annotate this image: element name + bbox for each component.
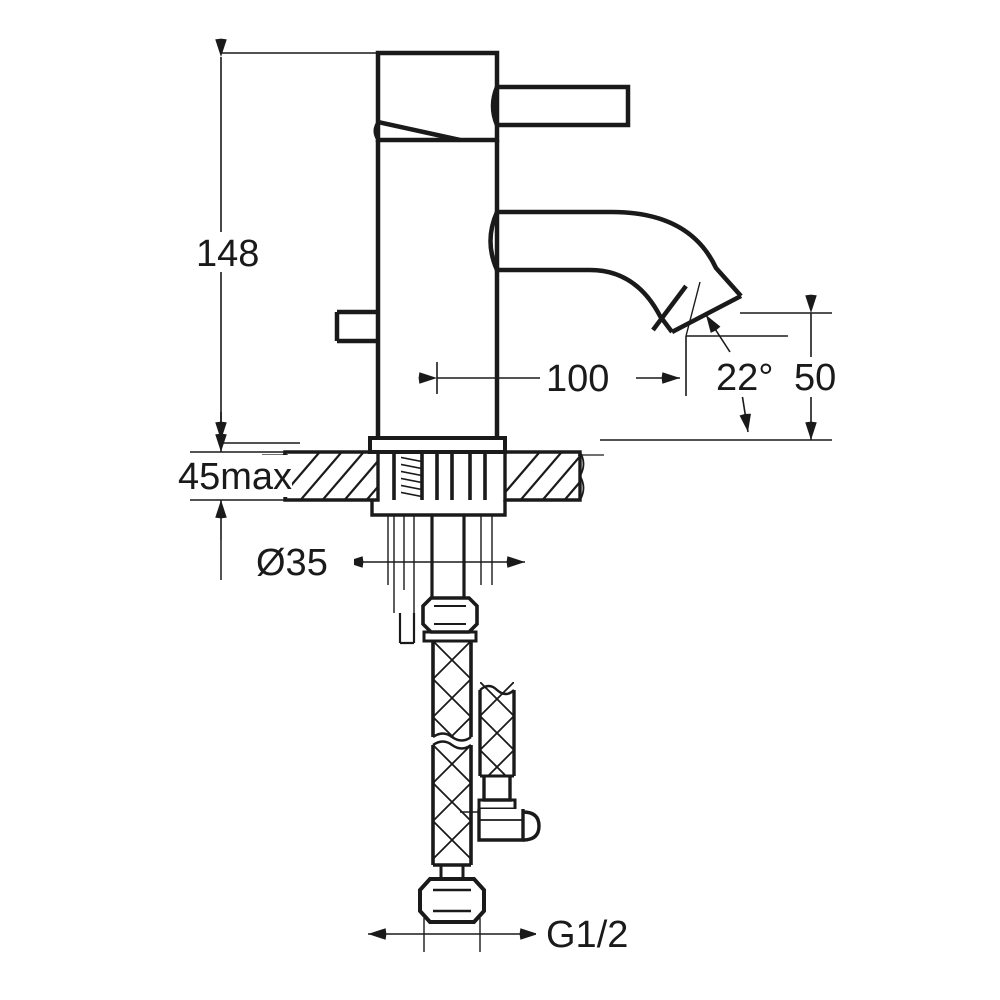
aerator-band [651, 284, 688, 332]
fixing-nut-body [421, 596, 479, 634]
handle-chamfer-fillet [373, 121, 380, 141]
dimension-label-d35: Ø35 [256, 542, 328, 584]
dimension-mounting-hole: Ø35 [220, 515, 525, 585]
dimension-deck-thickness: 45max [176, 412, 292, 540]
aerator-outlet-face [670, 294, 743, 334]
connector-elbow [522, 810, 541, 842]
fixing-nut [421, 596, 479, 643]
spout-group [488, 209, 743, 337]
fixing-nut-flats [434, 605, 466, 625]
label-backdrop-22 [712, 357, 790, 397]
hose-front-lower-walls [431, 745, 473, 865]
braided-hose-rear [477, 682, 517, 811]
shank-walls-inner [435, 452, 454, 500]
label-backdrop-148 [192, 232, 260, 272]
supply-nut-flats [433, 888, 471, 913]
dimension-label-148: 148 [196, 233, 259, 275]
braided-hose-front [431, 641, 473, 879]
connector-body [477, 809, 525, 842]
supply-nut-body [418, 877, 486, 924]
handle-assembly [373, 50, 631, 143]
base-flange-group [368, 436, 507, 454]
hose-rear-walls [478, 690, 516, 776]
spout-inner-profile [497, 267, 674, 334]
hose-front-lower-braid [433, 745, 471, 860]
hose-front-break-a [432, 732, 472, 742]
hose-front-tail [439, 865, 465, 879]
hose-rear-ferrule [482, 776, 512, 802]
hose-connector [460, 809, 541, 842]
deck-hatch-left [285, 452, 378, 500]
angle-leader-upper [705, 314, 731, 353]
dimension-outlet-angle: 22° [686, 314, 790, 433]
label-backdrop-g12 [536, 912, 636, 954]
dimension-label-22-degrees: 22° [716, 357, 773, 399]
base-flange [368, 436, 507, 454]
spout-outer-profile [497, 209, 743, 298]
dimension-label-100: 100 [546, 358, 609, 400]
fixing-washer [370, 500, 507, 517]
dimension-spout-reach: 100 [418, 336, 687, 400]
fixing-nut-collar [422, 630, 478, 643]
body-column-group [334, 140, 500, 440]
label-backdrop-45max [176, 455, 292, 497]
shank-thread-hatch [401, 456, 422, 498]
handle-chamfer [377, 119, 461, 143]
label-backdrop-50 [790, 357, 846, 397]
angle-leader-lower [739, 393, 751, 433]
hose-rear-collar [477, 798, 517, 811]
shank-walls-right [468, 452, 487, 500]
label-backdrop-d35 [252, 540, 354, 582]
lift-rod-stub [398, 613, 416, 645]
side-pin [334, 309, 378, 344]
hose-front-upper-walls [431, 641, 473, 737]
threaded-shank-group [370, 452, 507, 645]
shank-core-tube [430, 515, 466, 598]
handle-lever [497, 84, 631, 128]
hose-front-break-b [432, 740, 472, 750]
supply-nut [418, 877, 486, 924]
dimension-label-g12: G1/2 [546, 914, 628, 956]
aerator-centreline [685, 281, 701, 337]
dimension-label-50: 50 [794, 357, 836, 399]
dimension-label-45max: 45max [178, 456, 292, 498]
dimension-supply-thread: G1/2 [368, 912, 636, 956]
dimension-spout-height: 50 [600, 294, 846, 441]
deck-break-right [578, 451, 585, 501]
deck-hatch-right [505, 452, 580, 500]
handle-lever-root [490, 86, 500, 126]
label-backdrop-100 [540, 358, 636, 398]
spout-root-fillet [488, 211, 500, 271]
dimension-overall-height: 148 [192, 38, 388, 444]
hose-rear-braid [480, 682, 514, 776]
